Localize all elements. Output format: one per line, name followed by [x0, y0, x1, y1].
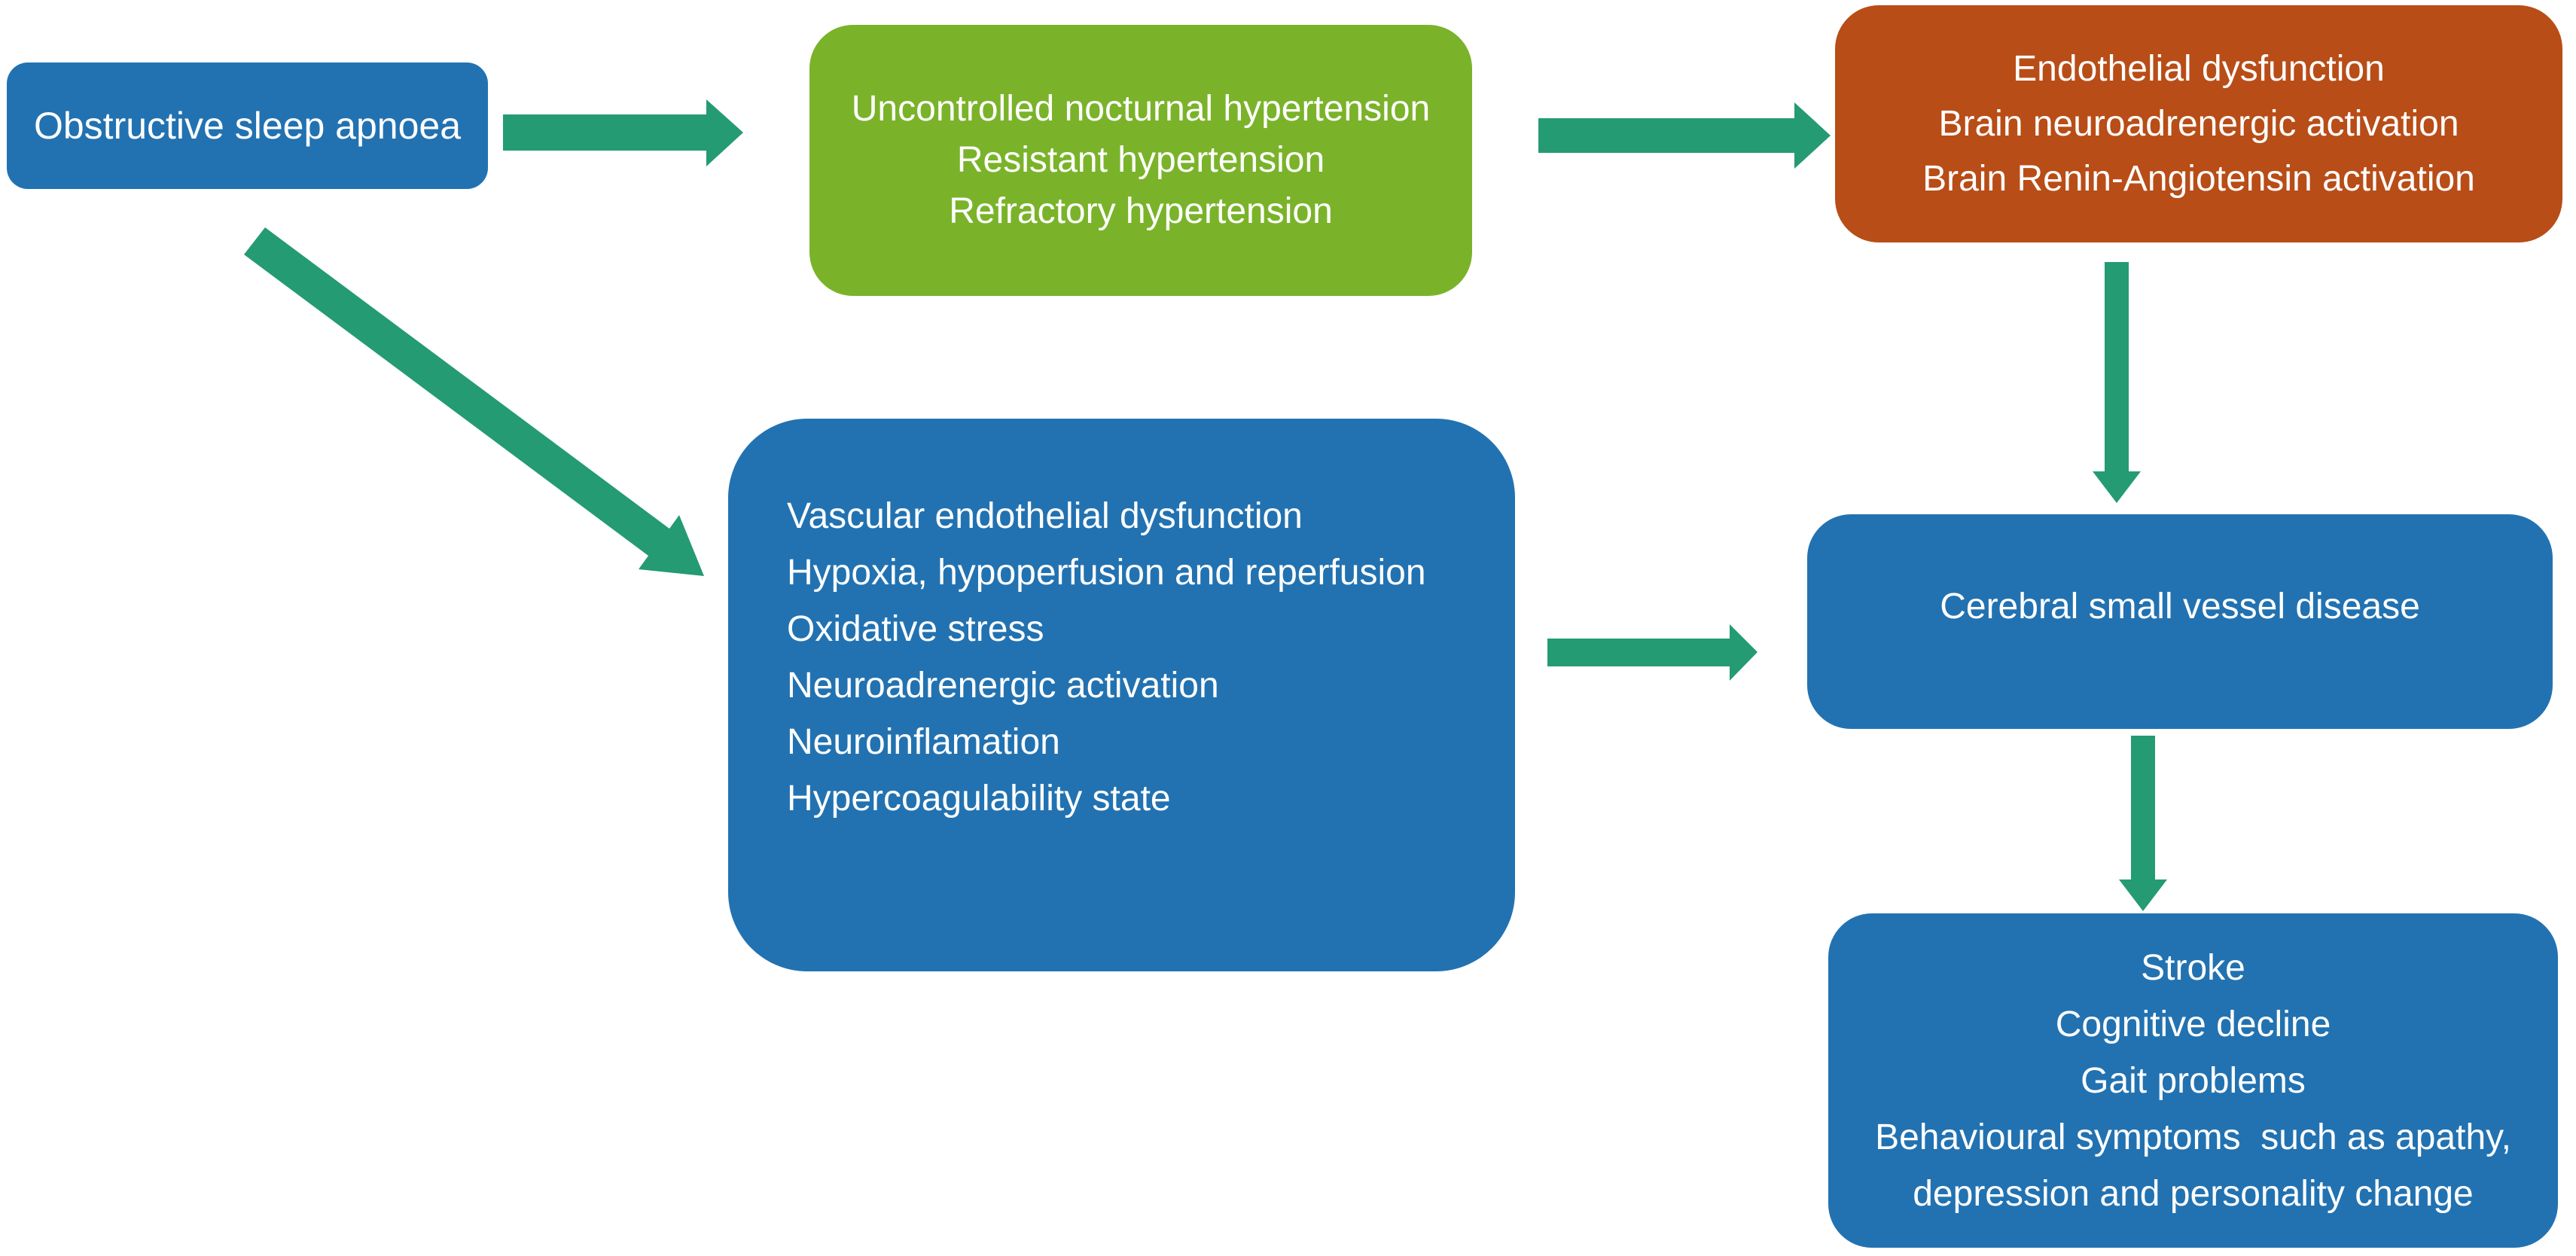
arrow-brain-activation-to-csvd — [2093, 262, 2141, 503]
node-text-line: Vascular endothelial dysfunction — [787, 496, 1303, 536]
node-text-line: Brain neuroadrenergic activation — [1938, 104, 2459, 144]
node-text-line: Gait problems — [2081, 1060, 2306, 1101]
arrow-osa-to-hypertension — [503, 99, 743, 166]
node-text-line: Oxidative stress — [787, 609, 1044, 649]
node-brain-activation: Endothelial dysfunction Brain neuroadren… — [1835, 5, 2562, 242]
node-vascular-mechanisms: Vascular endothelial dysfunction Hypoxia… — [728, 419, 1515, 971]
node-clinical-outcomes: Stroke Cognitive decline Gait problems B… — [1828, 913, 2558, 1248]
node-text-line: Behavioural symptoms such as apathy, — [1875, 1117, 2511, 1157]
node-text-line: Endothelial dysfunction — [2013, 49, 2385, 89]
node-text-line: Refractory hypertension — [949, 191, 1333, 231]
node-text-line: Obstructive sleep apnoea — [33, 105, 462, 147]
node-text-line: Hypoxia, hypoperfusion and reperfusion — [787, 553, 1426, 593]
arrow-mechanisms-to-csvd — [1547, 624, 1757, 681]
node-hypertension-types: Uncontrolled nocturnal hypertension Resi… — [809, 25, 1472, 296]
node-text-line: Neuroadrenergic activation — [787, 666, 1219, 706]
node-cerebral-small-vessel-disease: Cerebral small vessel disease — [1807, 514, 2553, 729]
node-text-line: depression and personality change — [1913, 1173, 2474, 1214]
node-text-line: Neuroinflamation — [787, 722, 1060, 762]
node-text-line: Hypercoagulability state — [787, 779, 1171, 819]
node-text-line: Brain Renin-Angiotensin activation — [1922, 159, 2475, 199]
node-text-line: Resistant hypertension — [956, 140, 1325, 180]
node-text-line: Uncontrolled nocturnal hypertension — [851, 89, 1431, 129]
node-obstructive-sleep-apnoea: Obstructive sleep apnoea — [7, 62, 488, 189]
arrow-osa-to-mechanisms — [244, 227, 704, 576]
arrow-hypertension-to-brain-activation — [1538, 102, 1831, 169]
node-text-line: Stroke — [2141, 947, 2245, 988]
arrow-csvd-to-outcomes — [2119, 736, 2167, 911]
node-text-line: Cognitive decline — [2055, 1004, 2331, 1044]
node-text-line: Cerebral small vessel disease — [1940, 586, 2420, 626]
